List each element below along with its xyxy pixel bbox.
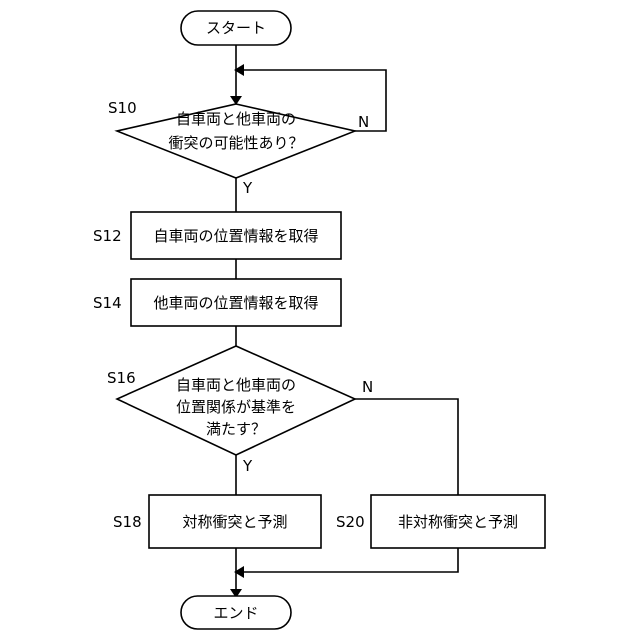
s10-text-line1: 自車両と他車両の xyxy=(176,110,296,128)
s12-step-label: S12 xyxy=(93,227,122,245)
s14-label: 他車両の位置情報を取得 xyxy=(153,294,318,312)
s10-decision: 自車両と他車両の 衝突の可能性あり？ xyxy=(117,104,355,178)
connector-s20-merge xyxy=(236,548,458,572)
s18-process: 対称衝突と予測 xyxy=(149,495,321,548)
s20-label: 非対称衝突と予測 xyxy=(398,513,518,531)
s10-no-label: N xyxy=(358,113,369,131)
s18-label: 対称衝突と予測 xyxy=(182,513,287,531)
s16-text-line2: 位置関係が基準を xyxy=(176,398,296,416)
s16-decision: 自車両と他車両の 位置関係が基準を 満たす？ xyxy=(117,346,355,455)
s16-yes-label: Y xyxy=(242,457,253,475)
s14-process: 他車両の位置情報を取得 xyxy=(131,279,341,326)
start-terminal: スタート xyxy=(181,11,291,45)
s18-step-label: S18 xyxy=(113,513,142,531)
end-label: エンド xyxy=(213,604,258,622)
s16-step-label: S16 xyxy=(107,369,136,387)
s10-text-line2: 衝突の可能性あり？ xyxy=(168,134,303,152)
s12-label: 自車両の位置情報を取得 xyxy=(153,227,318,245)
s14-step-label: S14 xyxy=(93,294,122,312)
end-terminal: エンド xyxy=(181,596,291,629)
s16-no-label: N xyxy=(362,378,373,396)
s16-text-line1: 自車両と他車両の xyxy=(176,376,296,394)
s10-step-label: S10 xyxy=(108,99,137,117)
s10-yes-label: Y xyxy=(242,179,253,197)
connector-s16-no-s20 xyxy=(355,399,458,495)
s20-process: 非対称衝突と予測 xyxy=(371,495,545,548)
s20-step-label: S20 xyxy=(336,513,365,531)
s12-process: 自車両の位置情報を取得 xyxy=(131,212,341,259)
start-label: スタート xyxy=(206,19,266,37)
s16-text-line3: 満たす？ xyxy=(206,420,266,438)
